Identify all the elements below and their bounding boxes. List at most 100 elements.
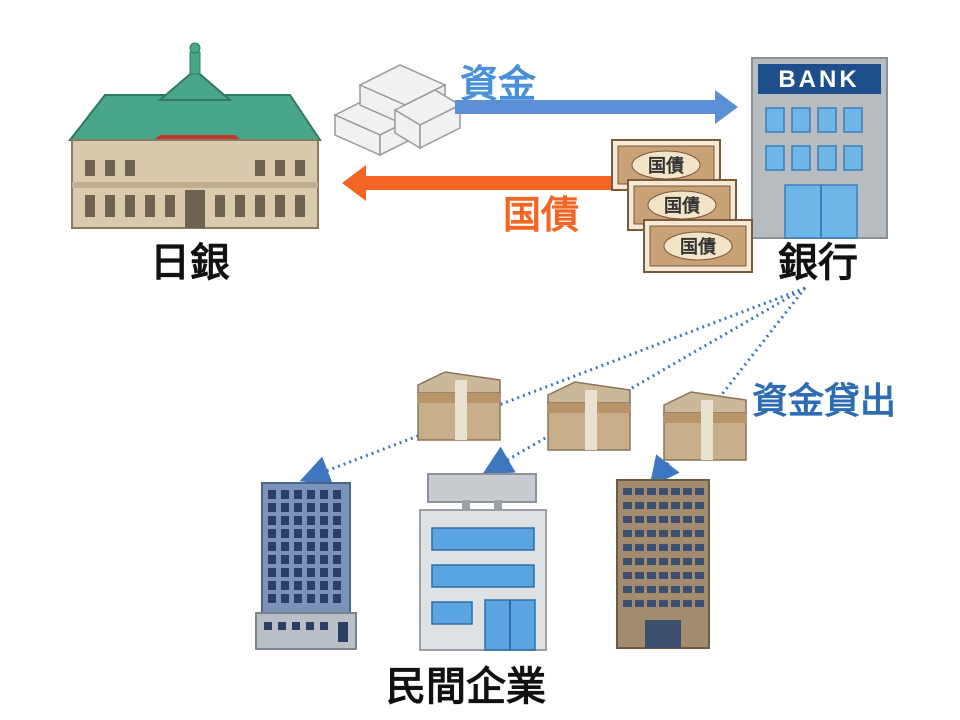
window bbox=[683, 558, 692, 565]
window bbox=[671, 544, 680, 551]
window bbox=[294, 555, 302, 564]
window bbox=[268, 542, 276, 551]
window bbox=[683, 502, 692, 509]
window bbox=[320, 594, 328, 603]
window bbox=[647, 558, 656, 565]
window bbox=[307, 529, 315, 538]
cash-bundle-icon bbox=[417, 371, 501, 441]
window bbox=[683, 586, 692, 593]
window bbox=[659, 488, 668, 495]
window bbox=[683, 530, 692, 537]
window bbox=[623, 544, 632, 551]
bank-building-icon: BANK bbox=[751, 57, 888, 239]
window bbox=[307, 490, 315, 499]
window bbox=[647, 572, 656, 579]
window bbox=[307, 568, 315, 577]
window bbox=[659, 572, 668, 579]
companies-label: 民間企業 bbox=[386, 664, 546, 710]
cash-bundle-icon bbox=[547, 381, 631, 451]
window bbox=[294, 503, 302, 512]
window bbox=[333, 490, 341, 499]
window bbox=[683, 488, 692, 495]
window bbox=[671, 530, 680, 537]
window bbox=[268, 594, 276, 603]
window bbox=[635, 600, 644, 607]
window bbox=[647, 600, 656, 607]
boj-label: 日銀 bbox=[150, 240, 230, 286]
window bbox=[294, 542, 302, 551]
window bbox=[635, 516, 644, 523]
window bbox=[294, 568, 302, 577]
window bbox=[671, 502, 680, 509]
window bbox=[695, 586, 704, 593]
window bbox=[671, 558, 680, 565]
window bbox=[635, 530, 644, 537]
window bbox=[320, 542, 328, 551]
bond-stamp-text: 国債 bbox=[680, 236, 716, 258]
window bbox=[695, 502, 704, 509]
window bbox=[635, 572, 644, 579]
window bbox=[623, 600, 632, 607]
window bbox=[647, 586, 656, 593]
window bbox=[647, 544, 656, 551]
window bbox=[623, 530, 632, 537]
window bbox=[695, 572, 704, 579]
window bbox=[268, 503, 276, 512]
window bbox=[281, 581, 289, 590]
window bbox=[683, 516, 692, 523]
window bbox=[320, 490, 328, 499]
window bbox=[623, 516, 632, 523]
window bbox=[307, 594, 315, 603]
cash-bundle-icon bbox=[663, 391, 747, 461]
window bbox=[623, 558, 632, 565]
window bbox=[671, 600, 680, 607]
window bbox=[320, 555, 328, 564]
window bbox=[635, 544, 644, 551]
window bbox=[623, 586, 632, 593]
window bbox=[671, 516, 680, 523]
window bbox=[647, 516, 656, 523]
window bbox=[695, 544, 704, 551]
window bbox=[623, 502, 632, 509]
window bbox=[320, 581, 328, 590]
window bbox=[635, 502, 644, 509]
window bbox=[635, 586, 644, 593]
window bbox=[659, 558, 668, 565]
window bbox=[268, 516, 276, 525]
window bbox=[268, 490, 276, 499]
bond-certificate-icon: 国債 bbox=[643, 219, 753, 273]
window bbox=[659, 544, 668, 551]
window bbox=[320, 516, 328, 525]
window bbox=[695, 530, 704, 537]
window bbox=[281, 516, 289, 525]
window bbox=[281, 594, 289, 603]
window bbox=[333, 568, 341, 577]
window bbox=[333, 555, 341, 564]
window bbox=[695, 558, 704, 565]
window bbox=[307, 503, 315, 512]
window bbox=[623, 488, 632, 495]
window bbox=[307, 542, 315, 551]
office-building-icon bbox=[419, 473, 547, 651]
window bbox=[268, 529, 276, 538]
window bbox=[333, 503, 341, 512]
window bbox=[647, 530, 656, 537]
window bbox=[647, 502, 656, 509]
cash-stack-icon bbox=[333, 64, 462, 157]
boj-building-icon bbox=[67, 42, 322, 229]
window bbox=[671, 586, 680, 593]
window bbox=[268, 568, 276, 577]
window bbox=[683, 544, 692, 551]
window bbox=[695, 488, 704, 495]
bonds-arrow bbox=[342, 165, 612, 201]
window bbox=[671, 488, 680, 495]
window bbox=[307, 516, 315, 525]
funds-arrow bbox=[455, 90, 738, 124]
funds-label: 資金 bbox=[460, 62, 537, 106]
window bbox=[333, 581, 341, 590]
window bbox=[268, 581, 276, 590]
window bbox=[320, 503, 328, 512]
window bbox=[294, 529, 302, 538]
office-tower-icon bbox=[616, 479, 710, 649]
